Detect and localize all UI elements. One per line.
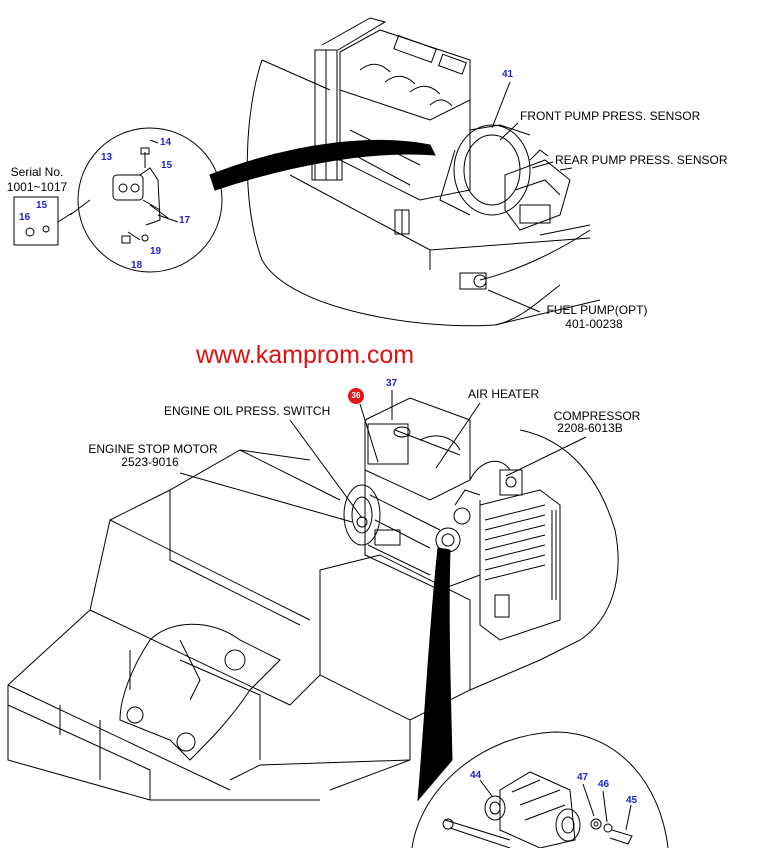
serial-note-line2: 1001~1017 [6, 180, 68, 194]
callout-47: 47 [577, 772, 589, 783]
upper-frame-outline [246, 59, 601, 327]
compressor-part-number: 2208-6013B [557, 421, 623, 435]
bottom-detail-leader [417, 547, 453, 802]
engine-stop-motor-part-number: 2523-9016 [121, 455, 179, 469]
air-heater-label: AIR HEATER [468, 387, 540, 401]
bottom-detail-parts [442, 771, 633, 849]
watermark-url: www.kamprom.com [196, 341, 415, 369]
compressor-label: COMPRESSOR [553, 409, 641, 423]
bottom-detail-circle [411, 731, 669, 849]
serial-inset-box [13, 196, 59, 246]
callout-44: 44 [470, 770, 482, 781]
fuel-pump-label: FUEL PUMP(OPT) [546, 303, 648, 317]
callout-18: 18 [131, 260, 143, 271]
engine-oil-press-switch-label: ENGINE OIL PRESS. SWITCH [164, 404, 331, 418]
top-detail-leader [209, 139, 436, 191]
callout-14: 14 [160, 137, 172, 148]
lower-engine-block [343, 397, 561, 641]
rear-pump-sensor-label: REAR PUMP PRESS. SENSOR [555, 153, 728, 167]
lower-frame-outline [7, 429, 619, 801]
callout-15: 15 [161, 160, 173, 171]
top-detail-circle [77, 127, 223, 273]
callout-36: 36 [348, 388, 364, 404]
callout-46: 46 [598, 779, 610, 790]
callout-15-serial: 15 [36, 200, 48, 211]
callout-16: 16 [19, 212, 31, 223]
callout-19: 19 [150, 246, 162, 257]
front-pump-sensor-label: FRONT PUMP PRESS. SENSOR [520, 109, 701, 123]
callout-41: 41 [502, 69, 514, 80]
top-detail-parts [69, 139, 179, 244]
top-leader-lines [487, 81, 554, 313]
engine-stop-motor-label: ENGINE STOP MOTOR [88, 442, 218, 456]
callout-37: 37 [386, 378, 398, 389]
callout-13: 13 [101, 152, 113, 163]
callout-45: 45 [626, 795, 638, 806]
callout-17: 17 [179, 215, 191, 226]
serial-note-line1: Serial No. [10, 165, 64, 179]
lower-leader-lines [179, 390, 587, 523]
serial-note: Serial No. 1001~1017 [4, 165, 70, 195]
fuel-pump-part-number: 401-00238 [565, 317, 623, 331]
